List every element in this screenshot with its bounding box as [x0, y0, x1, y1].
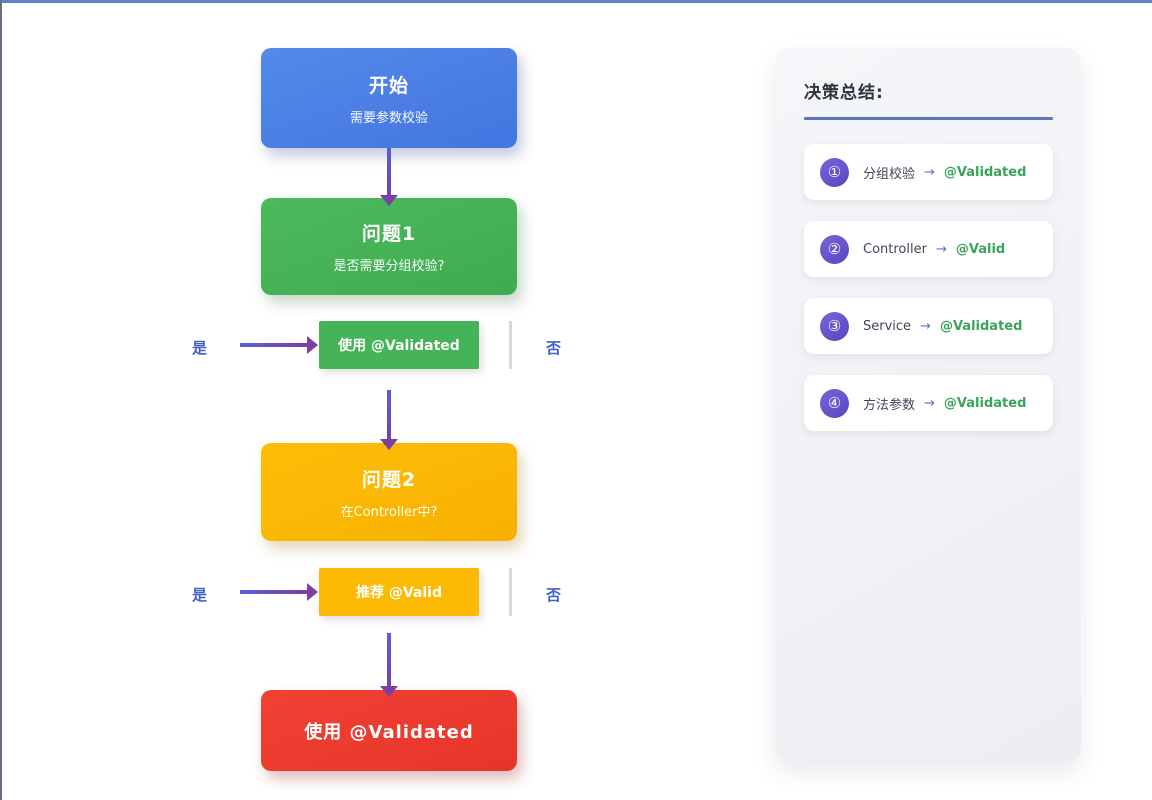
no-branch-divider-2	[509, 568, 512, 616]
card-value: @Valid	[955, 241, 1006, 257]
summary-card: ③ Service → @Validated	[804, 298, 1053, 354]
arrow-down-icon	[380, 633, 398, 697]
window-left-border	[0, 0, 2, 800]
number-badge-icon: ③	[820, 311, 849, 341]
summary-card: ④ 方法参数 → @Validated	[804, 375, 1053, 431]
summary-title: 决策总结:	[804, 83, 884, 103]
no-branch-divider-1	[509, 321, 512, 369]
card-label: Controller	[863, 241, 927, 257]
window-top-border	[0, 0, 1152, 3]
card-value: @Validated	[943, 395, 1027, 411]
card-label: 方法参数	[863, 397, 916, 413]
arrow-right-icon	[240, 583, 318, 601]
question1-box: 问题1 是否需要分组校验?	[261, 198, 517, 295]
question1-subtitle: 是否需要分组校验?	[333, 259, 445, 274]
arrow-down-icon	[380, 148, 398, 206]
question2-box: 问题2 在Controller中?	[261, 443, 517, 541]
question2-subtitle: 在Controller中?	[340, 504, 438, 520]
final-label: 使用 @Validated	[304, 721, 474, 743]
yes-label-1: 是	[192, 339, 208, 357]
arrow-right-glyph: →	[924, 395, 935, 411]
start-subtitle: 需要参数校验	[349, 110, 428, 126]
question1-title: 问题1	[361, 223, 417, 245]
no-label-2: 否	[546, 586, 562, 604]
arrow-right-glyph: →	[920, 318, 931, 334]
card-label: 分组校验	[863, 166, 916, 182]
summary-card: ② Controller → @Valid	[804, 221, 1053, 277]
summary-card: ① 分组校验 → @Validated	[804, 144, 1053, 200]
number-badge-icon: ①	[820, 157, 849, 187]
yes-label-2: 是	[192, 586, 208, 604]
answer2-result-box: 推荐 @Valid	[319, 568, 479, 616]
number-badge-icon: ②	[820, 234, 849, 264]
start-box: 开始 需要参数校验	[261, 48, 517, 148]
summary-panel: 决策总结: ① 分组校验 → @Validated ② Controller →…	[776, 48, 1081, 762]
arrow-right-glyph: →	[935, 241, 947, 257]
arrow-right-icon	[240, 336, 318, 354]
no-label-1: 否	[546, 339, 562, 357]
card-value: @Validated	[943, 164, 1027, 180]
arrow-right-glyph: →	[924, 164, 935, 180]
card-label: Service	[863, 318, 912, 334]
final-box: 使用 @Validated	[261, 690, 517, 771]
summary-card-list: ① 分组校验 → @Validated ② Controller → @Vali…	[804, 144, 1053, 431]
answer1-result-box: 使用 @Validated	[319, 321, 479, 369]
number-badge-icon: ④	[820, 388, 849, 418]
summary-underline	[804, 117, 1053, 120]
card-value: @Validated	[939, 318, 1023, 334]
start-title: 开始	[368, 74, 409, 97]
arrow-down-icon	[380, 390, 398, 450]
question2-title: 问题2	[361, 468, 417, 491]
